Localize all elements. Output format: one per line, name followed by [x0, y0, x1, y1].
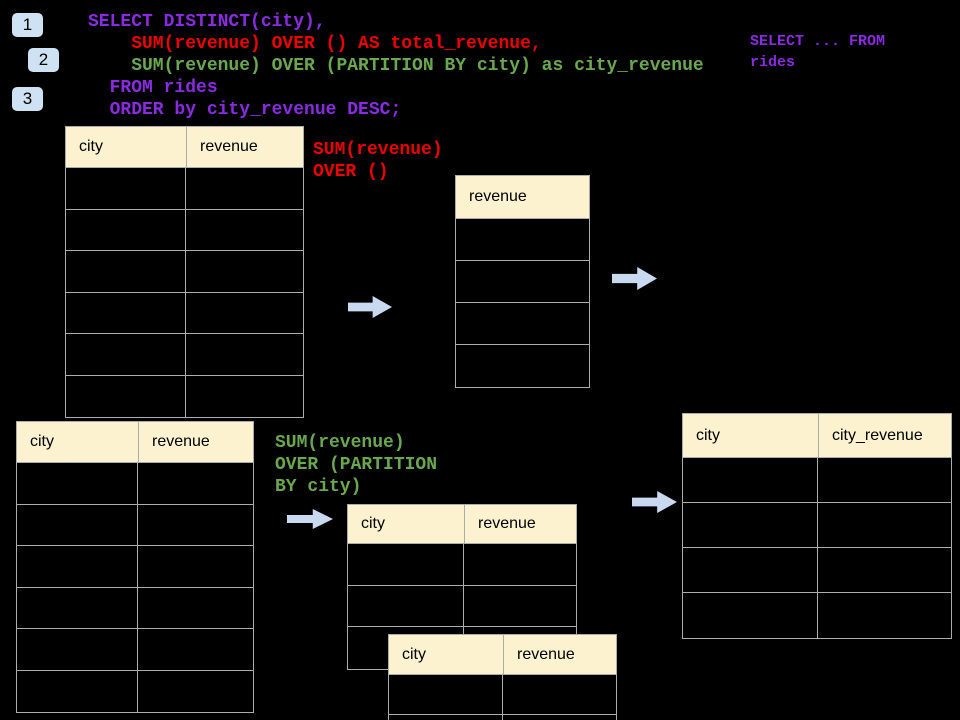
annotation-partition-line-2: OVER (PARTITION [275, 455, 438, 475]
sql-query-block: SELECT DISTINCT(city), SUM(revenue) OVER… [88, 11, 704, 121]
column-header-city: city [402, 645, 426, 663]
table-header-row: city revenue [66, 127, 303, 168]
table-header-row: city revenue [348, 505, 576, 544]
table-cell [17, 546, 138, 587]
table-header-row: city city_revenue [683, 414, 951, 458]
table-row [456, 261, 589, 303]
annotation-total-revenue: SUM(revenue) OVER () [313, 139, 443, 183]
column-header-revenue: revenue [138, 422, 253, 462]
table-cell [683, 503, 818, 547]
table-row [389, 675, 616, 715]
column-header-revenue: revenue [469, 188, 527, 205]
table-cell [389, 675, 503, 714]
table-cell [683, 593, 818, 638]
table-source-rides-top: city revenue [65, 126, 304, 418]
annotation-total-line-2: OVER () [313, 162, 389, 182]
step-badge-2: 2 [28, 48, 59, 72]
table-cell [456, 261, 589, 302]
table-partition-group-back: city revenue [347, 504, 577, 670]
table-row [17, 670, 253, 712]
table-row [66, 375, 303, 417]
table-row [683, 548, 951, 593]
table-cell [348, 585, 464, 626]
table-body [389, 675, 616, 720]
table-cell [66, 375, 186, 417]
column-header-city: city [79, 138, 103, 155]
table-row [683, 503, 951, 548]
table-source-rides-bottom: city revenue [16, 421, 254, 713]
table-row [66, 251, 303, 293]
annotation-partition-line-3: BY city) [275, 477, 362, 497]
table-cell [456, 303, 589, 344]
column-header-city: city [30, 433, 54, 450]
side-note-line-1: SELECT ... FROM [750, 33, 886, 50]
table-cell [17, 463, 138, 504]
table-row [17, 629, 253, 671]
flow-arrow-right-icon [348, 296, 392, 318]
table-body [17, 463, 253, 712]
table-city-revenue-result: city city_revenue [682, 413, 952, 639]
table-row [348, 544, 576, 586]
table-row [17, 504, 253, 546]
sql-line-from: FROM rides [88, 78, 218, 98]
table-body [66, 168, 303, 417]
side-note-select-from: SELECT ... FROM rides [750, 31, 885, 73]
table-cell [17, 670, 138, 712]
table-row [683, 458, 951, 503]
column-header-city: city [361, 515, 385, 532]
table-partition-group-front: city revenue [388, 634, 617, 720]
table-row [66, 334, 303, 376]
table-cell [348, 544, 464, 585]
column-header-revenue: revenue [503, 635, 616, 674]
table-cell [66, 209, 186, 250]
sql-line-select: SELECT DISTINCT(city), [88, 12, 326, 32]
column-header-revenue: revenue [186, 127, 303, 167]
table-cell [456, 345, 589, 387]
table-cell [683, 458, 818, 502]
column-header-revenue: revenue [464, 505, 576, 543]
sql-line-order: ORDER by city_revenue DESC; [88, 100, 402, 120]
table-row [66, 209, 303, 251]
sql-line-total: SUM(revenue) OVER () AS total_revenue, [88, 34, 542, 54]
table-row [456, 219, 589, 261]
table-cell [389, 714, 503, 720]
table-row [17, 587, 253, 629]
table-cell [66, 168, 186, 209]
flow-arrow-right-icon [612, 267, 657, 290]
annotation-partition-line-1: SUM(revenue) [275, 433, 405, 453]
table-row [17, 463, 253, 505]
flow-arrow-right-icon [632, 491, 677, 513]
table-row [66, 168, 303, 210]
table-cell [66, 292, 186, 333]
step-badge-3: 3 [12, 87, 43, 111]
table-row [456, 303, 589, 345]
table-total-revenue-result: revenue [455, 175, 590, 388]
table-row [17, 546, 253, 588]
table-cell [17, 504, 138, 545]
step-badge-1: 1 [12, 13, 43, 37]
table-cell [66, 334, 186, 375]
table-row [389, 714, 616, 720]
annotation-total-line-1: SUM(revenue) [313, 140, 443, 160]
column-header-city: city [696, 426, 720, 444]
table-cell [66, 251, 186, 292]
table-row [683, 593, 951, 638]
table-row [456, 345, 589, 387]
table-row [348, 585, 576, 627]
annotation-partition-by-city: SUM(revenue) OVER (PARTITION BY city) [275, 432, 437, 498]
table-row [66, 292, 303, 334]
table-cell [17, 587, 138, 628]
column-header-city-revenue: city_revenue [818, 414, 951, 457]
table-cell [683, 548, 818, 592]
side-note-line-2: rides [750, 54, 796, 71]
flow-arrow-right-icon [287, 509, 333, 529]
table-header-row: city revenue [17, 422, 253, 463]
table-cell [456, 219, 589, 260]
table-header-row: city revenue [389, 635, 616, 675]
table-header-row: revenue [456, 176, 589, 219]
sql-line-partition: SUM(revenue) OVER (PARTITION BY city) as… [88, 56, 704, 76]
table-cell [17, 629, 138, 670]
table-body [683, 458, 951, 638]
table-body [456, 219, 589, 387]
